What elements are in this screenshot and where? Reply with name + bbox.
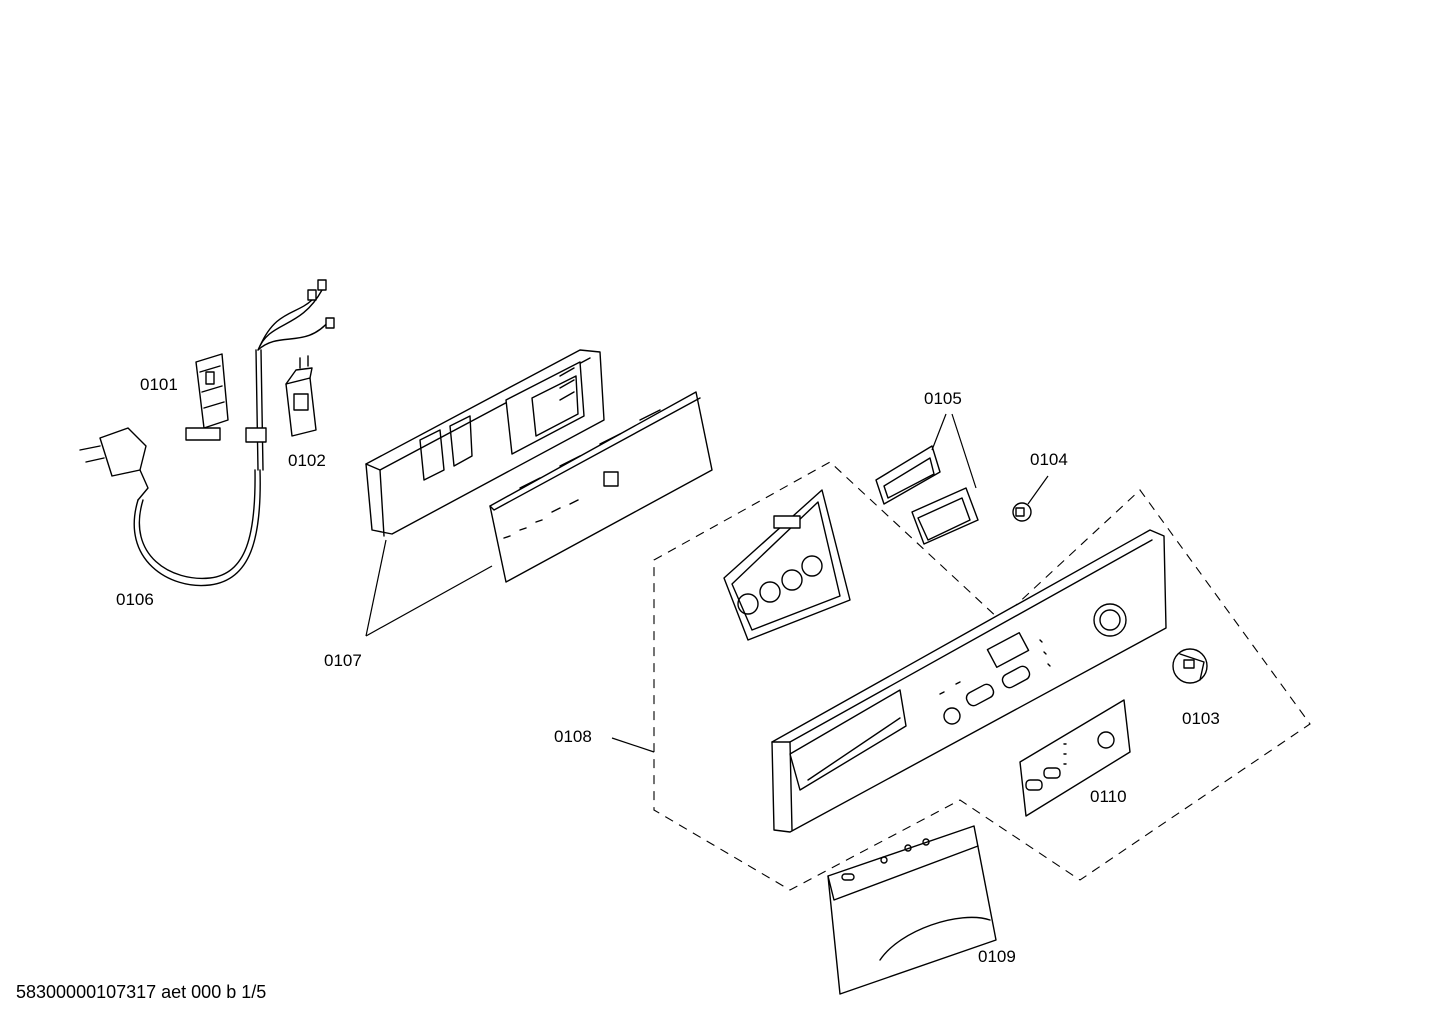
- leader-line-0107-a: [365, 539, 387, 637]
- control-knob-part: [1172, 648, 1208, 684]
- drawer-front-part: [827, 825, 997, 995]
- program-panel-insert-part: [1019, 699, 1131, 817]
- part-label-0105: 0105: [924, 389, 962, 408]
- leader-line-0107-b: [365, 565, 493, 637]
- button-frame-part: [723, 489, 851, 641]
- part-label-0106: 0106: [116, 590, 154, 609]
- leader-line-0105-a: [931, 413, 947, 451]
- control-panel-fascia-part: [771, 529, 1167, 833]
- part-label-0109: 0109: [978, 947, 1016, 966]
- part-label-0104: 0104: [1030, 450, 1068, 469]
- part-label-0107: 0107: [324, 651, 362, 670]
- part-label-0101: 0101: [140, 375, 178, 394]
- module-carrier-part: [365, 349, 605, 537]
- leader-line-0108: [611, 737, 655, 753]
- power-cord-part: [79, 279, 335, 587]
- assembly-boundary-0108: [653, 461, 1311, 891]
- part-label-0110: 0110: [1090, 787, 1127, 806]
- spindle-part: [1012, 502, 1032, 522]
- part-label-0102: 0102: [288, 451, 326, 470]
- circuit-board-part: [489, 391, 713, 583]
- suppressor-part: [285, 355, 317, 437]
- leader-line-0104: [1027, 475, 1049, 505]
- part-label-0108: 0108: [554, 727, 592, 746]
- light-guide-part: [875, 445, 979, 545]
- part-label-0103: 0103: [1182, 709, 1220, 728]
- document-code: 58300000107317 aet 000 b 1/5: [16, 982, 267, 1002]
- leader-line-0105-b: [951, 413, 977, 489]
- bracket-part: [185, 353, 229, 441]
